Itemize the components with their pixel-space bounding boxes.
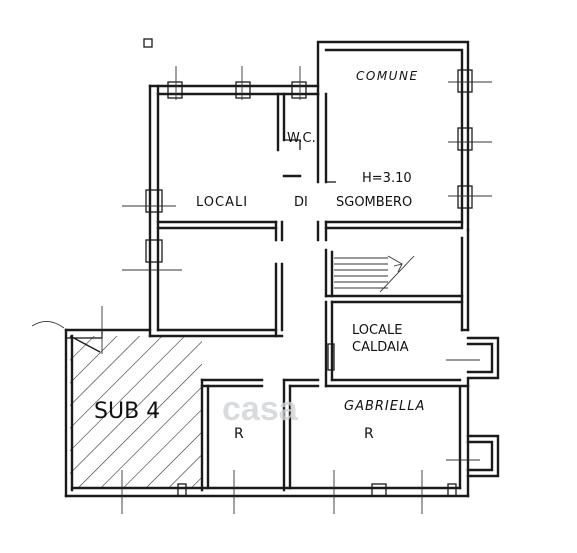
door-details bbox=[69, 139, 336, 371]
gabriella-label: GABRIELLA bbox=[344, 399, 425, 414]
room-r-right-label: R bbox=[364, 426, 374, 442]
outer-walls bbox=[64, 40, 470, 498]
balconies bbox=[466, 336, 500, 478]
sub4-hatched-area bbox=[70, 336, 202, 488]
sgombero-label: SGOMBERO bbox=[336, 195, 412, 210]
height-label: H=3.10 bbox=[362, 171, 412, 186]
dimension-ticks bbox=[31, 66, 492, 514]
interior-walls bbox=[156, 92, 470, 492]
wc-label: W.C. bbox=[287, 131, 316, 146]
sub4-label: SUB 4 bbox=[94, 399, 160, 424]
di-label: DI bbox=[294, 195, 308, 210]
locale-label: LOCALE bbox=[352, 323, 402, 338]
wall-openings bbox=[65, 69, 473, 497]
room-r-left-label: R bbox=[234, 426, 244, 442]
locali-label: LOCALI bbox=[196, 195, 248, 210]
watermark-text: casa bbox=[222, 390, 299, 428]
staircase bbox=[334, 255, 415, 293]
comune-label: COMUNE bbox=[356, 69, 419, 83]
caldaia-label: CALDAIA bbox=[352, 340, 409, 355]
corner-marker bbox=[143, 38, 153, 48]
